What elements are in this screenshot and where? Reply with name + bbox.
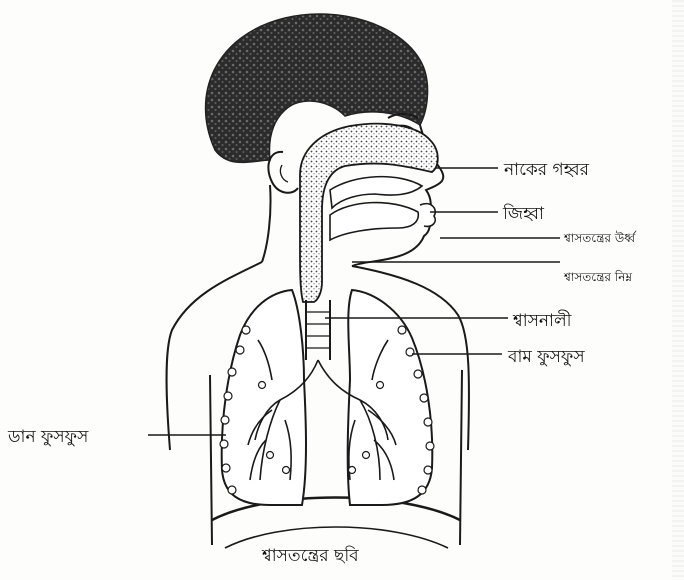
label-trachea: শ্বাসনালী xyxy=(513,313,571,330)
label-tongue: জিহ্বা xyxy=(503,206,544,223)
tongue-shape xyxy=(330,203,418,240)
label-lower-tract: শ্বাসতন্ত্রের নিম্ন xyxy=(564,271,632,283)
label-left-lung: বাম ফুসফুস xyxy=(508,349,585,366)
label-nasal-cavity: নাকের গহ্বর xyxy=(504,162,589,179)
ear xyxy=(268,152,298,193)
neck-back xyxy=(262,185,271,262)
trachea-tube xyxy=(306,300,330,360)
label-upper-tract: শ্বাসতন্ত্রের উর্ধ্ব xyxy=(564,232,635,244)
right-lung xyxy=(222,290,306,505)
diagram-caption: শ্বাসতন্ত্রের ছবি xyxy=(262,548,359,565)
label-right-lung: ডান ফুসফুস xyxy=(8,429,88,446)
lips xyxy=(420,204,435,227)
